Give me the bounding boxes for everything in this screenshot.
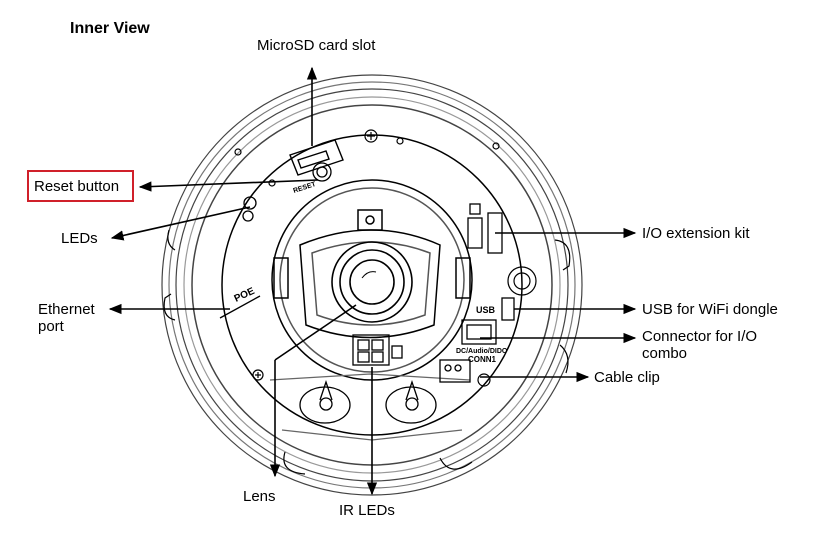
reset-label: Reset button [34,178,120,195]
microsd-slot [289,139,344,176]
connector-label-line2: combo [642,345,688,362]
lens-graphic [331,241,413,323]
ir-led-mounts [269,373,471,441]
conn1-graphic [439,319,497,383]
reset-callout [138,179,319,192]
reset-button-graphic [312,162,332,182]
usb-label: USB for WiFi dongle [642,301,778,318]
usb-marking: USB [476,305,496,315]
connector-label-line1: Connector for I/O [642,328,758,345]
ethernet-cable-graphic [219,295,261,319]
poe-marking: POE [233,286,257,305]
page-title: Inner View [70,20,150,37]
lens-label: Lens [243,488,276,505]
ethernet-label-line2: port [38,318,64,335]
led-graphic [242,196,257,222]
screws [234,129,537,387]
conn1-marking: CONN1 [468,355,497,364]
io-extension-kit-graphic [467,203,503,254]
callout-lines [108,66,637,496]
ethernet-label-line1: Ethernet [38,301,95,318]
ir-leds-label: IR LEDs [339,502,395,519]
cable-clip-label: Cable clip [594,369,660,386]
leds-label: LEDs [61,230,98,247]
reset-marking: RESET [292,181,317,195]
lens-callout-a [274,304,357,361]
leds-callout [110,206,251,241]
io-kit-label: I/O extension kit [642,225,750,242]
lens-connector [352,334,403,366]
microsd-label: MicroSD card slot [257,37,376,54]
usb-port-graphic [501,297,515,321]
reset-button-highlight-box [27,170,134,202]
mounting-tabs [163,229,571,475]
conn-marking: DC/Audio/DIDO [456,348,508,355]
